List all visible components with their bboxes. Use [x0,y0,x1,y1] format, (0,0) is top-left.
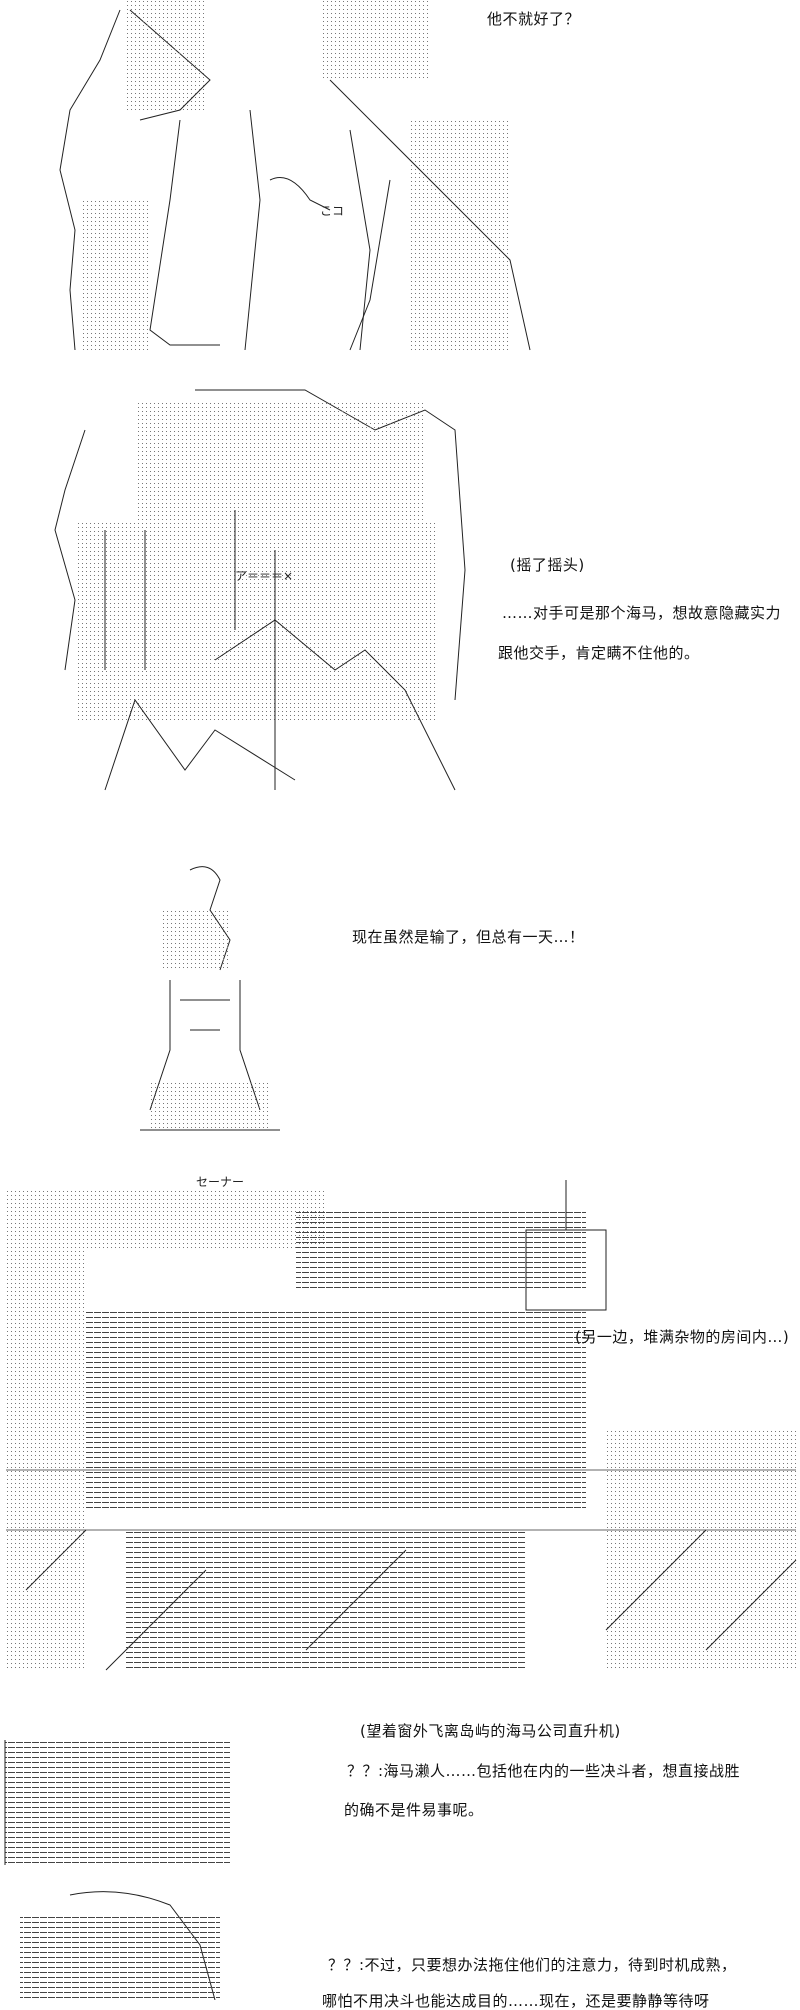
dialogue-line: 的确不是件易事呢。 [344,1801,484,1819]
action-caption: (摇了摇头) [510,556,585,574]
action-caption: (望着窗外飞离岛屿的海马公司直升机) [360,1722,621,1740]
dialogue-line: ……对手可是那个海马，想故意隐藏实力 [502,604,782,622]
dialogue-line: 现在虽然是输了，但总有一天…！ [352,928,585,946]
ascii-art-cluttered-room: セーナー [6,1170,800,1680]
ascii-art-standing-figure [130,850,290,1135]
ascii-art-characters-embrace: こコ [30,0,610,355]
dialogue-line: ？？:不过，只要想办法拖住他们的注意力，待到时机成熟， [328,1956,737,1974]
ascii-art-window-blinds [0,1735,240,1870]
ascii-art-character-shaking-head: ア＝＝＝× [45,370,485,800]
dialogue-line: 跟他交手，肯定瞒不住他的。 [498,644,700,662]
svg-text:こコ: こコ [320,204,344,218]
svg-text:ア＝＝＝×: ア＝＝＝× [235,569,293,583]
dialogue-line: 哪怕不用决斗也能达成目的……现在，还是要静静等待呀 [322,1992,710,2010]
dialogue-line: 他不就好了？ [487,10,581,28]
svg-text:セーナー: セーナー [196,1175,244,1189]
scene-caption: (另一边，堆满杂物的房间内…) [575,1328,790,1346]
dialogue-line: ？？:海马濑人……包括他在内的一些决斗者，想直接战胜 [347,1762,741,1780]
ascii-art-shadowed-figure [0,1885,235,2000]
